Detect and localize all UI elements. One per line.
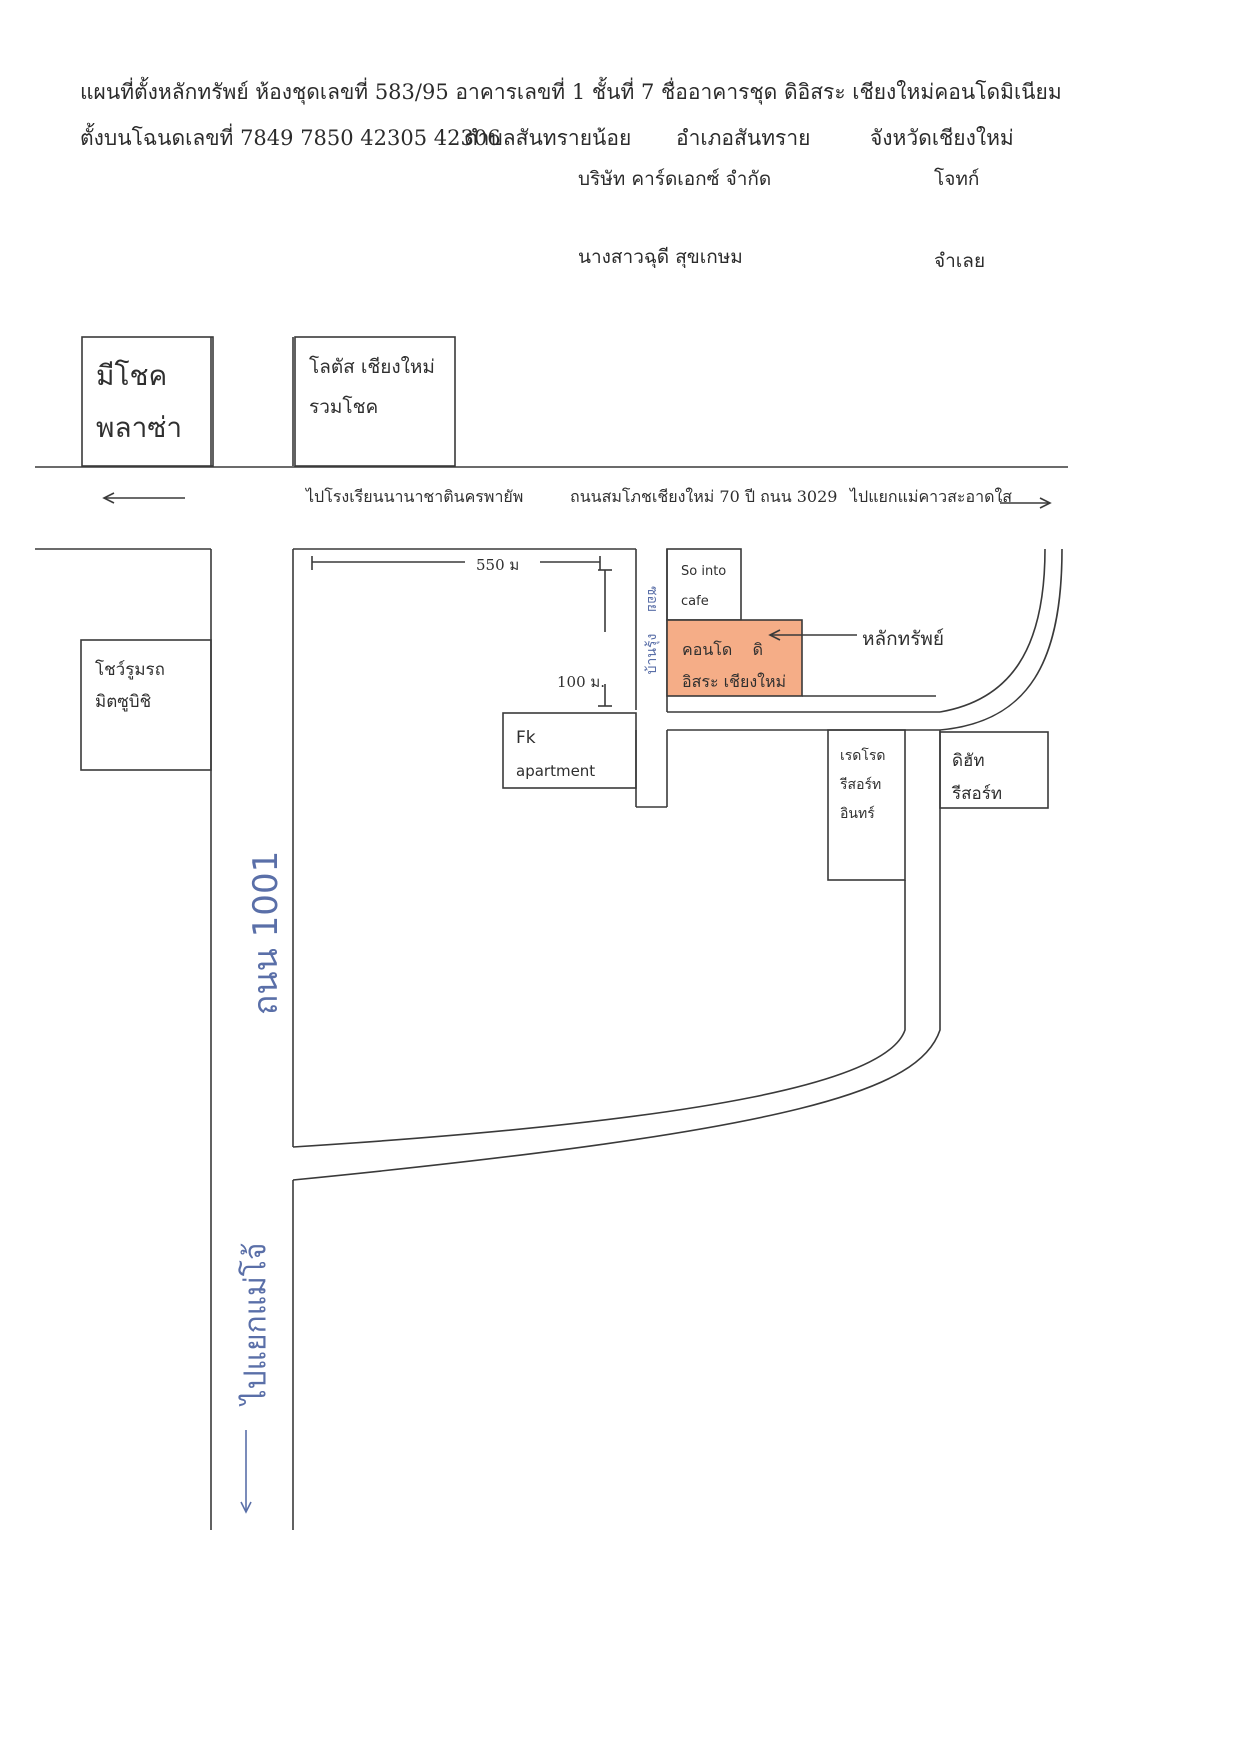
plaintiff-name: บริษัท คาร์ดเอกซ์ จำกัด (578, 168, 772, 190)
road-1001-label: ถนน 1001 (246, 850, 286, 1016)
east-road-west-edge (292, 730, 941, 1181)
property-arrow-head (768, 629, 781, 641)
arrow-east-head (1039, 497, 1052, 509)
header-district: อำเภอสันทราย (676, 126, 811, 150)
lotus-label-2: รวมโชค (309, 396, 379, 418)
cafe-label-2: cafe (681, 594, 709, 609)
curve-north-edge (939, 548, 1046, 713)
dhit-label-2: รีสอร์ท (952, 784, 1003, 804)
soi-word-label: ซอย (644, 585, 660, 613)
fk-label-1: Fk (516, 728, 536, 748)
header-deed: ตั้งบนโฉนดเลขที่ 7849 7850 42305 42306 (80, 126, 501, 150)
meechok-plaza-box (81, 336, 214, 467)
fk-apartment-box (502, 712, 637, 789)
distance-100-label: 100 ม. (557, 673, 606, 691)
meechok-label-2: พลาซ่า (96, 411, 183, 444)
redroad-box (827, 729, 906, 881)
showroom-label-2: มิตซูบิชิ (95, 692, 152, 712)
meechok-label-1: มีโชค (96, 359, 168, 392)
to-school-label: ไปโรงเรียนนานาชาตินครพายัพ (306, 487, 524, 506)
lotus-label-1: โลตัส เชียงใหม่ (309, 356, 435, 378)
to-maejo-label: ไปแยกแม่โจ้ (238, 1242, 274, 1405)
condo-label-2: อิสระ เชียงใหม่ (682, 672, 787, 691)
header-province: จังหวัดเชียงใหม่ (870, 126, 1014, 150)
redroad-label-2: รีสอร์ท (840, 777, 882, 793)
property-box (666, 619, 803, 697)
main-road-label: ถนนสมโภชเชียงใหม่ 70 ปี ถนน 3029 (570, 487, 838, 506)
to-junction-label: ไปแยกแม่คาวสะอาดใส (850, 487, 1013, 506)
dhit-box (939, 731, 1049, 809)
redroad-label-1: เรดโรด (840, 748, 886, 764)
showroom-label-1: โชว์รูมรถ (95, 660, 165, 680)
header-subdistrict: ตำบลสันทรายน้อย (464, 126, 632, 150)
lotus-box (294, 336, 456, 467)
arrow-south-head (240, 1501, 252, 1514)
curve-south-edge (939, 548, 1063, 731)
soi-name-label: บ้านรุ้ง (644, 633, 660, 675)
fk-label-2: apartment (516, 762, 596, 780)
arrow-west-head (102, 492, 115, 504)
dhit-label-1: ดิฮัท (952, 751, 985, 771)
distance-550-label: 550 ม (476, 553, 520, 577)
defendant-name: นางสาวฉุดี สุขเกษม (578, 246, 743, 268)
cafe-box (666, 548, 742, 621)
plaintiff-role: โจทก์ (934, 168, 980, 190)
defendant-role: จำเลย (934, 250, 986, 272)
redroad-label-3: อินทร์ (840, 806, 875, 822)
condo-label-1: คอนโด ดิ (682, 640, 763, 659)
lower-road-north-edge (292, 880, 906, 1148)
showroom-box (80, 639, 212, 771)
header-line-1: แผนที่ตั้งหลักทรัพย์ ห้องชุดเลขที่ 583/9… (80, 80, 1062, 104)
cafe-label-1: So into (681, 564, 727, 579)
property-label: หลักทรัพย์ (862, 628, 945, 650)
